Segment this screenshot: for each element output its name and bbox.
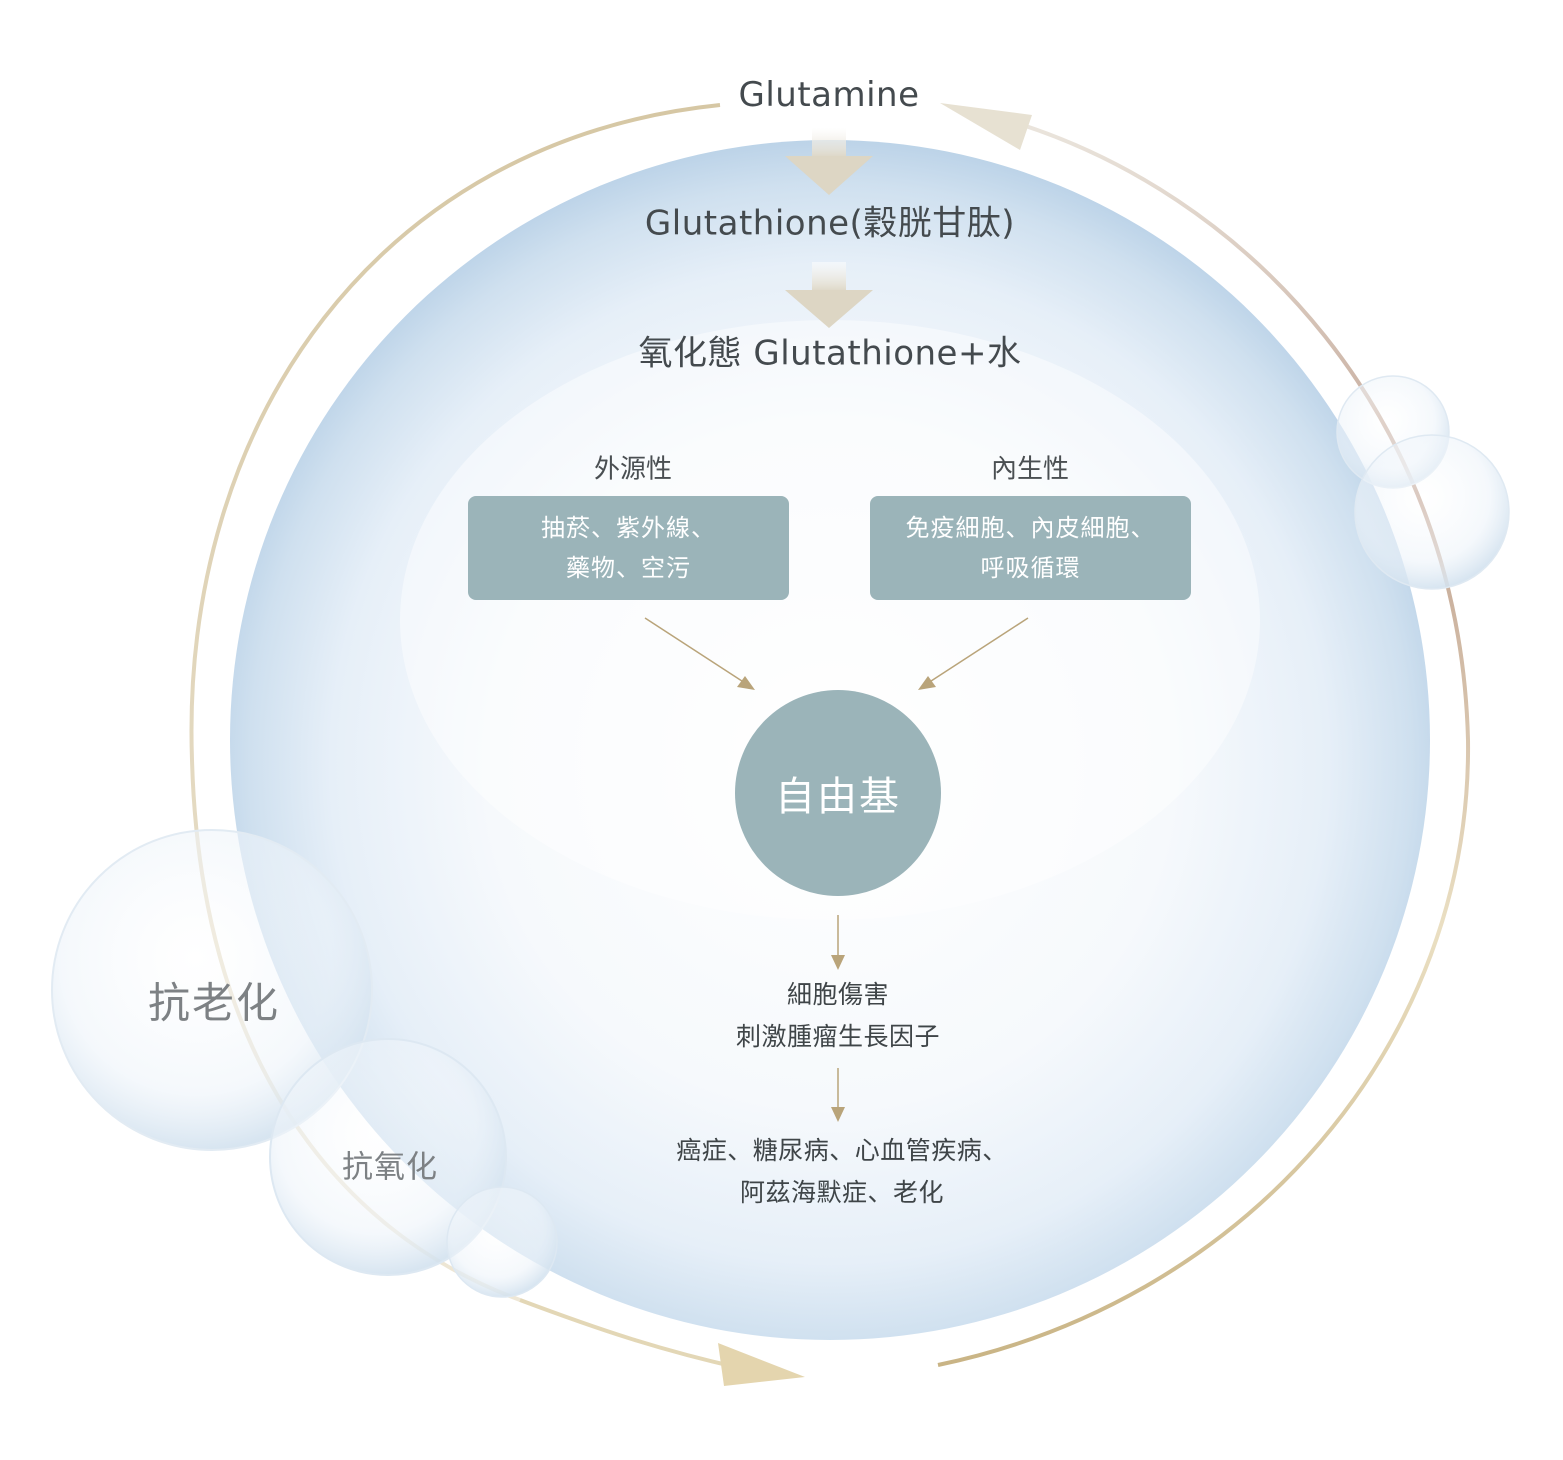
bubble-small-left <box>446 1186 558 1298</box>
flow-arrow-2 <box>785 262 873 328</box>
arrow-internal-to-center <box>918 617 1029 690</box>
sphere-highlight <box>400 320 1260 920</box>
external-line-2: 藥物、空污 <box>566 554 691 582</box>
bubble-right-bottom <box>1354 434 1510 590</box>
cycle-arrowhead-top <box>940 103 1032 150</box>
box-internal-sources: 免疫細胞、內皮細胞、 呼吸循環 <box>870 496 1191 600</box>
diseases-line-1: 癌症、糖尿病、心血管疾病、 <box>676 1136 1008 1165</box>
effects-text: 細胞傷害 刺激腫瘤生長因子 <box>736 974 940 1058</box>
bubble-anti-aging <box>51 829 373 1151</box>
internal-line-1: 免疫細胞、內皮細胞、 <box>905 514 1156 542</box>
flow-arrow-1 <box>785 128 873 195</box>
anti-aging-label: 抗老化 <box>147 978 281 1028</box>
box-external-sources: 抽菸、紫外線、 藥物、空污 <box>468 496 789 600</box>
label-internal: 內生性 <box>990 454 1070 485</box>
free-radical-label: 自由基 <box>775 774 901 820</box>
effects-line-1: 細胞傷害 <box>786 980 890 1009</box>
bubble-anti-oxidation <box>269 1038 507 1276</box>
cycle-ring-right <box>937 116 1471 1367</box>
free-radical-node: 自由基 <box>735 690 941 896</box>
arrow-center-to-effects <box>831 915 845 970</box>
external-line-1: 抽菸、紫外線、 <box>541 514 716 542</box>
label-external: 外源性 <box>593 454 673 485</box>
diseases-line-2: 阿茲海默症、老化 <box>739 1178 945 1207</box>
flow-step-glutathione: Glutathione(穀胱甘肽) <box>644 203 1016 244</box>
internal-line-2: 呼吸循環 <box>980 554 1081 582</box>
flow-step-glutamine: Glutamine <box>738 75 920 115</box>
arrow-effects-to-diseases <box>831 1068 845 1122</box>
arrow-external-to-center <box>644 617 755 690</box>
diseases-text: 癌症、糖尿病、心血管疾病、 阿茲海默症、老化 <box>676 1130 1008 1214</box>
anti-oxidation-label: 抗氧化 <box>342 1149 438 1186</box>
cycle-arrowhead-bottom <box>718 1343 805 1386</box>
effects-line-2: 刺激腫瘤生長因子 <box>735 1022 941 1051</box>
cycle-ring-bottom <box>519 1298 741 1370</box>
flow-step-oxidized: 氧化態 Glutathione+水 <box>638 333 1022 374</box>
